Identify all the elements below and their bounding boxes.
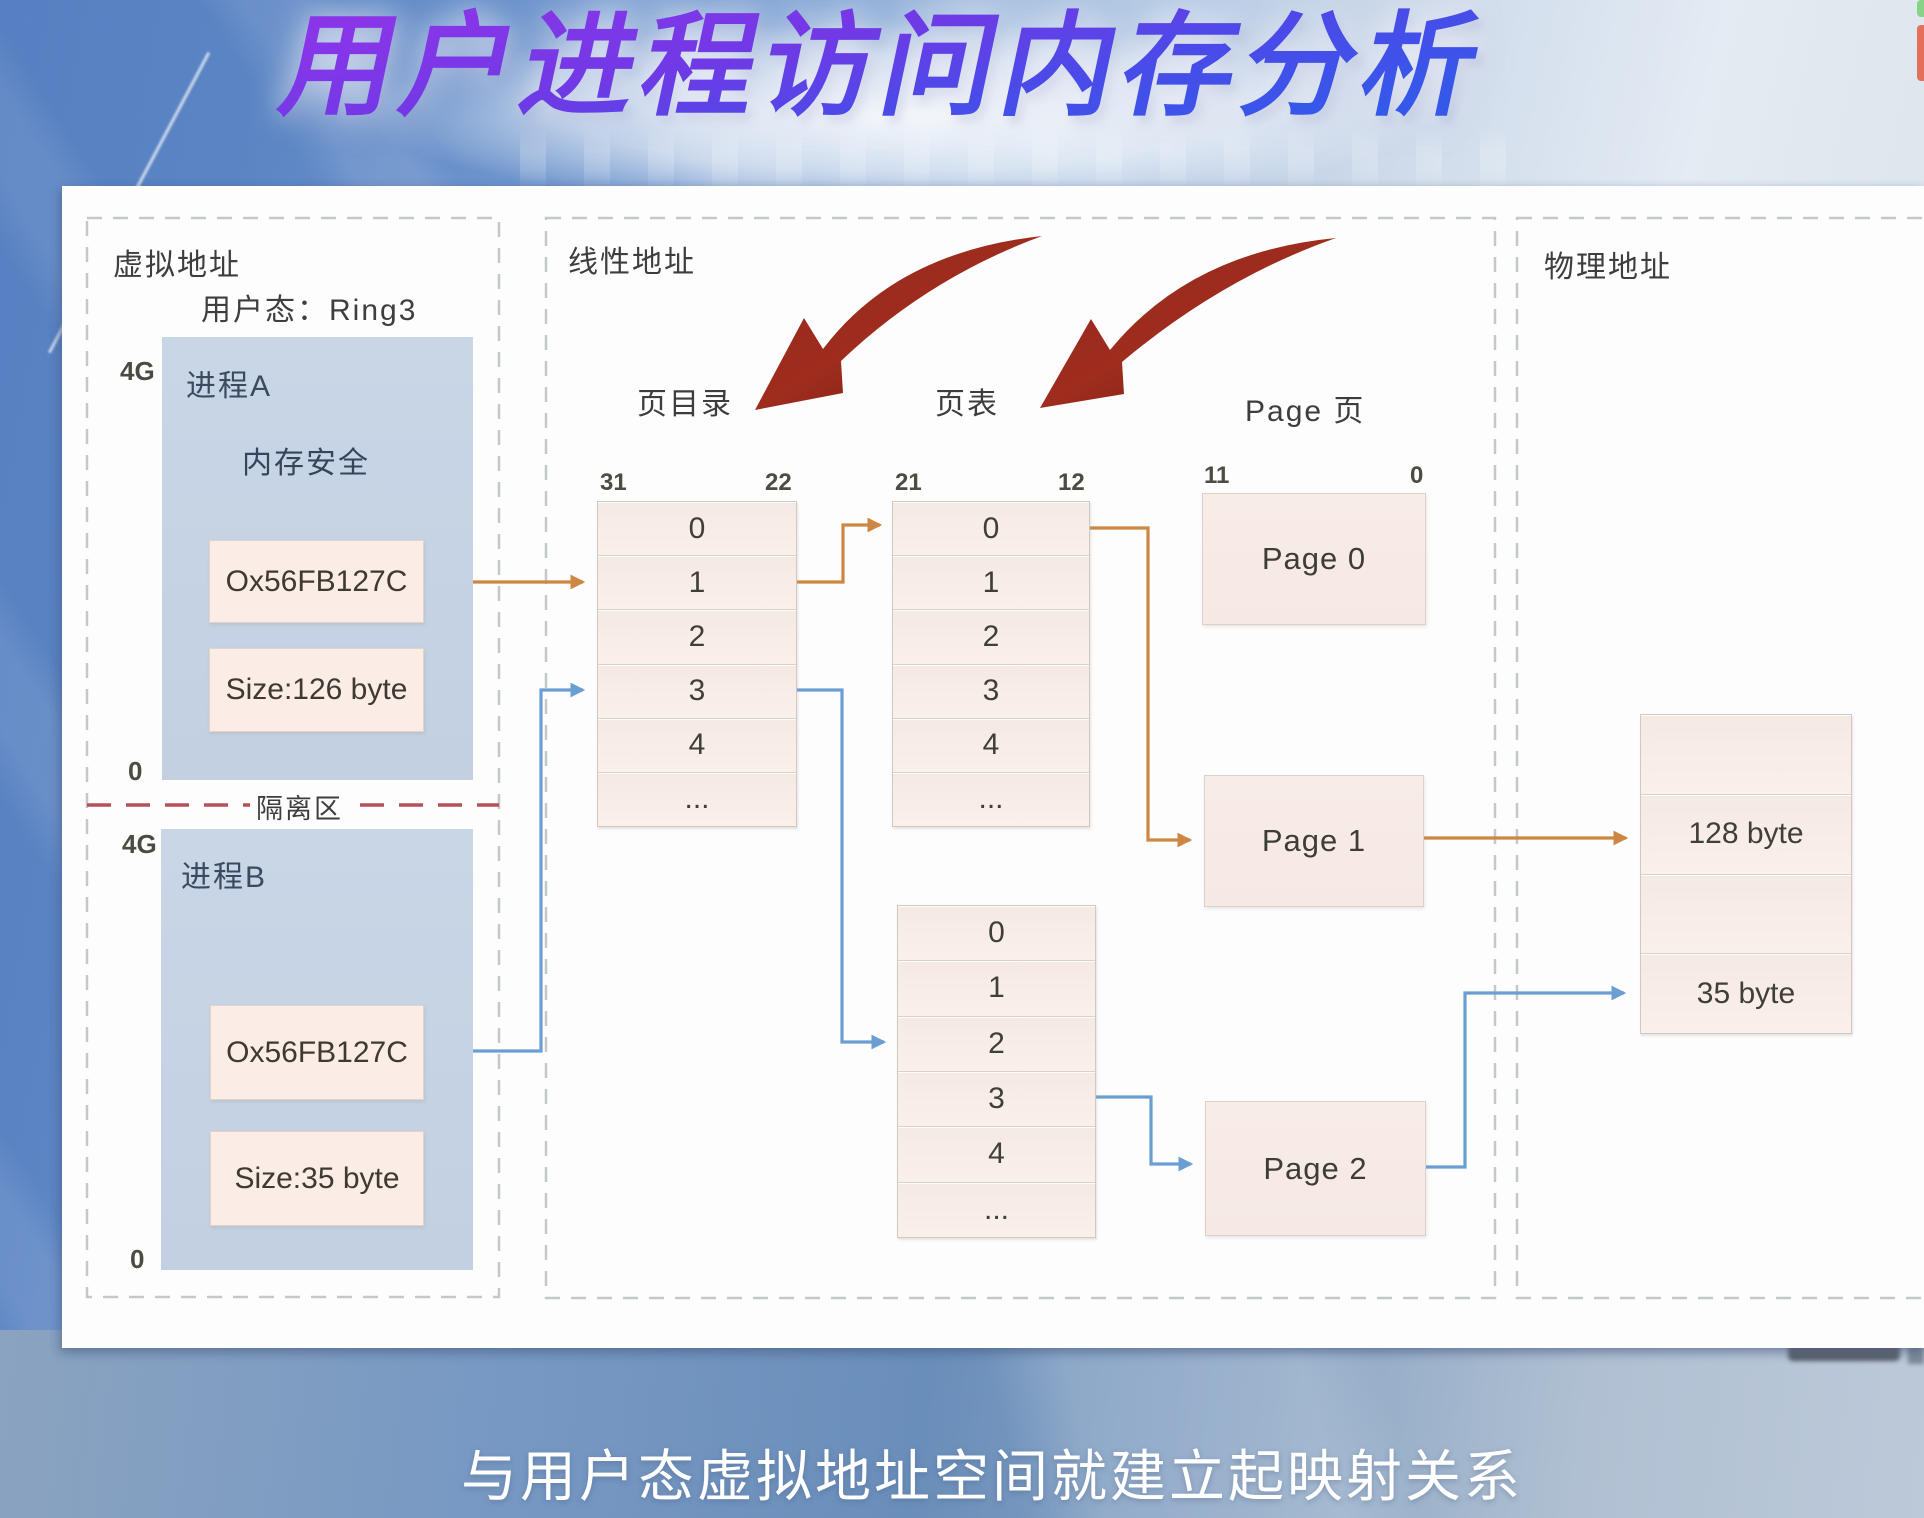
- page-table-2-table: 0 1 2 3 4 ...: [897, 905, 1096, 1238]
- page-table-2-row: 2: [898, 1016, 1095, 1072]
- page-table-row: ...: [893, 772, 1089, 827]
- physical-memory-cell: [1641, 715, 1851, 795]
- user-mode-label: 用户态：Ring3: [201, 294, 418, 327]
- red-swoosh-arrow-2: [1040, 238, 1336, 408]
- page-table-2-row: 0: [898, 906, 1095, 962]
- diagram-panel: 虚拟地址 线性地址 物理地址 用户态：Ring3 4G 进程A 内存安全 Ox5…: [62, 186, 1924, 1348]
- page-directory-row: 1: [598, 556, 796, 611]
- page-table-row: 0: [893, 502, 1089, 557]
- page-directory-bit-high: 31: [600, 469, 627, 496]
- page-directory-row: 2: [598, 610, 796, 665]
- page-table-2-row: ...: [898, 1182, 1095, 1237]
- linear-address-dashed-box: [544, 216, 1497, 1300]
- physical-address-label: 物理地址: [1544, 251, 1672, 284]
- page-directory-bit-low: 22: [765, 469, 792, 496]
- page-table-2-row: 1: [898, 961, 1095, 1017]
- wire-pagetable2-to-page2: [1094, 1095, 1194, 1172]
- process-a-address-box: Ox56FB127C: [209, 540, 424, 623]
- virtual-address-label: 虚拟地址: [113, 249, 241, 282]
- process-b-address-box: Ox56FB127C: [210, 1005, 424, 1100]
- page-1-box: Page 1: [1204, 775, 1424, 907]
- page-table-table: 0 1 2 3 4 ...: [892, 501, 1090, 827]
- red-swoosh-arrow-1: [755, 236, 1042, 410]
- page-table-bit-high: 21: [895, 469, 922, 496]
- page-bit-low: 0: [1410, 462, 1424, 489]
- subtitle-caption: 与用户态虚拟地址空间就建立起映射关系: [461, 1445, 1523, 1508]
- process-a-top-label: 4G: [120, 356, 155, 386]
- isolation-label: 隔离区: [250, 787, 349, 826]
- page-directory-row: ...: [598, 772, 796, 827]
- process-b-bottom-label: 0: [130, 1244, 145, 1274]
- edge-fragment-green: [1917, 0, 1924, 17]
- edge-fragment-red: [1917, 25, 1924, 81]
- wire-pagetable-to-page1: [1088, 526, 1193, 848]
- bottom-band-streak: [0, 1330, 1924, 1518]
- wire-b-to-directory: [422, 682, 586, 1053]
- background-bottom-band: [0, 1330, 1924, 1518]
- page-table-row: 4: [893, 718, 1089, 773]
- page-directory-row: 4: [598, 718, 796, 773]
- page-bit-high: 11: [1204, 462, 1230, 489]
- page-table-row: 2: [893, 610, 1089, 665]
- process-a-name: 进程A: [186, 370, 273, 403]
- page-2-box: Page 2: [1205, 1101, 1426, 1236]
- wire-directory-to-pagetable2: [795, 688, 887, 1050]
- slide-title: 用户进程访问内存分析: [270, 2, 1498, 132]
- process-a-note: 内存安全: [242, 447, 370, 480]
- wire-page2-to-physical: [1424, 985, 1627, 1169]
- page-table-row: 3: [893, 664, 1089, 719]
- process-a-size-box: Size:126 byte: [209, 648, 424, 732]
- page-column-title: Page 页: [1245, 395, 1366, 428]
- page-table-2-row: 4: [898, 1127, 1095, 1183]
- virtual-address-dashed-box: [85, 216, 501, 1299]
- page-directory-row: 3: [598, 664, 796, 719]
- physical-memory-cell: [1641, 874, 1851, 955]
- physical-memory-table: 128 byte 35 byte: [1640, 714, 1852, 1034]
- physical-memory-cell: 128 byte: [1641, 794, 1851, 875]
- physical-address-dashed-box: [1515, 216, 1924, 1300]
- slide-title-wrap: 用户进程访问内存分析: [0, 0, 1846, 132]
- page-directory-row: 0: [598, 502, 796, 557]
- linear-address-label: 线性地址: [568, 246, 696, 279]
- wire-directory-to-pagetable: [795, 517, 883, 584]
- process-b-top-label: 4G: [122, 829, 157, 859]
- physical-memory-cell: 35 byte: [1641, 954, 1851, 1033]
- page-directory-table: 0 1 2 3 4 ...: [597, 501, 797, 827]
- page-table-2-row: 3: [898, 1071, 1095, 1128]
- page-directory-title: 页目录: [637, 388, 733, 421]
- page-table-title: 页表: [935, 388, 999, 421]
- process-b-size-box: Size:35 byte: [210, 1131, 424, 1226]
- process-b-name: 进程B: [181, 861, 268, 894]
- page-table-bit-low: 12: [1058, 469, 1085, 496]
- page-table-row: 1: [893, 556, 1089, 611]
- process-a-bottom-label: 0: [128, 756, 143, 786]
- page-0-box: Page 0: [1202, 493, 1426, 625]
